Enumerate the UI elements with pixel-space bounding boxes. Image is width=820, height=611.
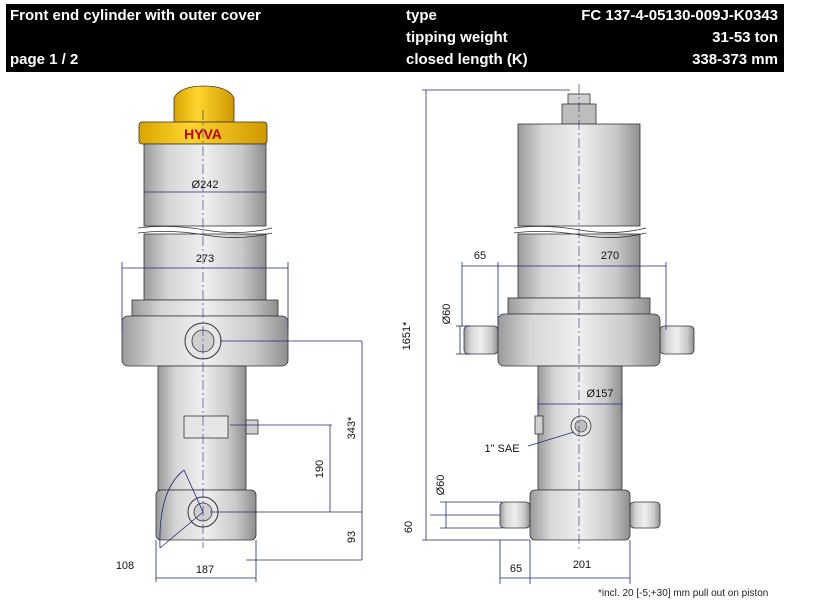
sae-port-inner (574, 419, 588, 433)
dim-width-273: 273 (196, 253, 214, 265)
dim-diameter-60-bottom: Ø60 (435, 475, 447, 496)
dim-108: 108 (116, 560, 134, 572)
dim-60-side: 60 (403, 521, 415, 533)
dim-190: 190 (314, 460, 326, 478)
nameplate (183, 415, 229, 439)
type-label: type (406, 7, 437, 24)
side-plate (534, 415, 544, 435)
side-view: 1651* 65 270 Ø60 Ø157 1" SAE Ø60 60 65 2… (401, 84, 695, 584)
dim-93: 93 (346, 531, 358, 543)
dim-65-top: 65 (474, 250, 486, 262)
oil-port (245, 419, 259, 435)
break-line (137, 226, 273, 233)
upper-tube (143, 143, 267, 227)
cap-dome (173, 85, 235, 123)
dim-diameter-157: Ø157 (587, 388, 614, 400)
closed-length-value: 338-373 mm (692, 51, 778, 68)
dim-187: 187 (196, 564, 214, 576)
dim-diameter-60-top: Ø60 (441, 304, 453, 325)
right-trunnion-pin (659, 325, 695, 355)
dim-diameter-242: Ø242 (192, 179, 219, 191)
drawing-title: Front end cylinder with outer cover (10, 7, 261, 24)
dim-65-bottom: 65 (510, 563, 522, 575)
title-block: Front end cylinder with outer cover page… (6, 4, 784, 72)
type-value: FC 137-4-05130-009J-K0343 (581, 7, 778, 24)
sae-port-label: 1" SAE (484, 443, 519, 455)
collar-ring (131, 299, 279, 317)
page-indicator: page 1 / 2 (10, 51, 79, 68)
dim-270: 270 (601, 250, 619, 262)
break-line (513, 226, 647, 233)
tipping-weight-label: tipping weight (406, 29, 508, 46)
dim-201: 201 (573, 559, 591, 571)
middle-tube (143, 233, 267, 301)
dim-343: 343* (346, 416, 358, 439)
bottom-left-pin (499, 501, 531, 529)
dim-1651: 1651* (401, 321, 413, 350)
break-line (137, 231, 273, 238)
break-line (513, 231, 647, 238)
bottom-eye (529, 489, 631, 541)
footnote: *incl. 20 [-5;+30] mm pull out on piston (598, 588, 769, 599)
tipping-weight-value: 31-53 ton (712, 29, 778, 46)
left-trunnion-pin (463, 325, 499, 355)
closed-length-label: closed length (K) (406, 51, 528, 68)
bottom-right-pin (629, 501, 661, 529)
front-view: HYVA (116, 85, 363, 582)
